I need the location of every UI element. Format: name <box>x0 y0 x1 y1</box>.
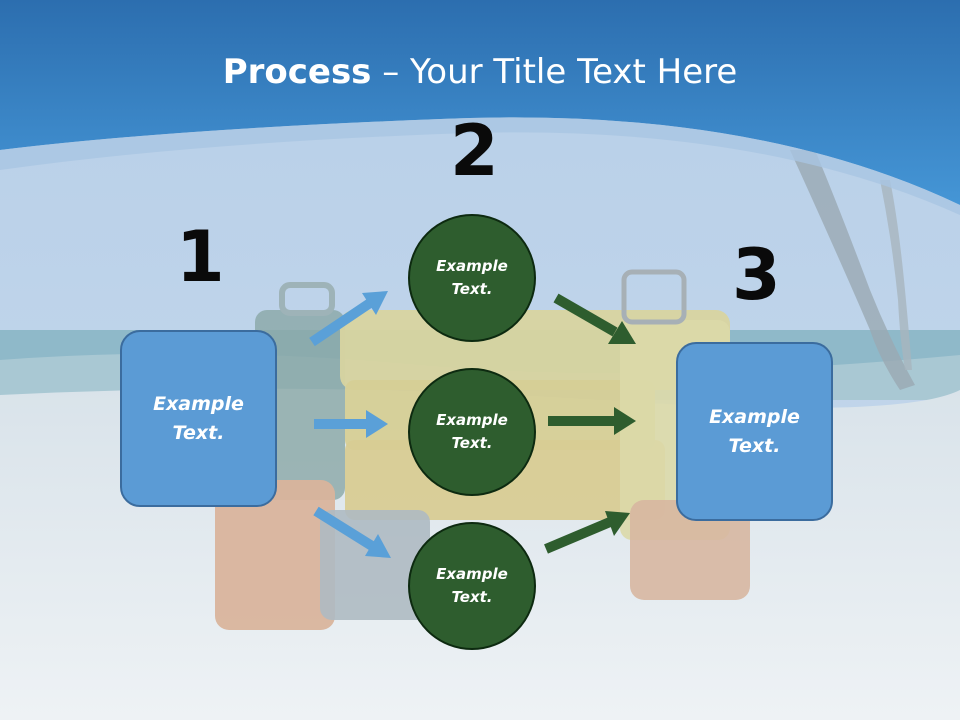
right-box: Example Text. <box>676 342 833 521</box>
right-box-label: Example Text. <box>709 405 800 457</box>
slide-title: Process – Your Title Text Here <box>0 52 960 92</box>
step-number-2: 2 <box>450 110 499 192</box>
arrows <box>309 291 636 558</box>
arrow-left-to-middle <box>314 410 388 438</box>
step-number-1: 1 <box>176 216 225 298</box>
arrow-top-to-right <box>553 293 636 344</box>
arrow-left-to-bottom <box>313 506 391 558</box>
circle-middle-label: Example Text. <box>436 411 508 452</box>
title-rest: – Your Title Text Here <box>371 52 738 92</box>
arrow-left-to-top <box>309 291 388 347</box>
circle-top-label: Example Text. <box>436 257 508 298</box>
step-number-3: 3 <box>732 234 781 316</box>
left-box-label: Example Text. <box>153 392 244 444</box>
circle-bottom-label: Example Text. <box>436 565 508 606</box>
arrow-middle-to-right <box>548 407 636 435</box>
left-box: Example Text. <box>120 330 277 507</box>
circle-top: Example Text. <box>408 214 536 342</box>
title-bold: Process <box>222 52 372 92</box>
arrow-bottom-to-right <box>544 511 630 554</box>
circle-bottom: Example Text. <box>408 522 536 650</box>
circle-middle: Example Text. <box>408 368 536 496</box>
